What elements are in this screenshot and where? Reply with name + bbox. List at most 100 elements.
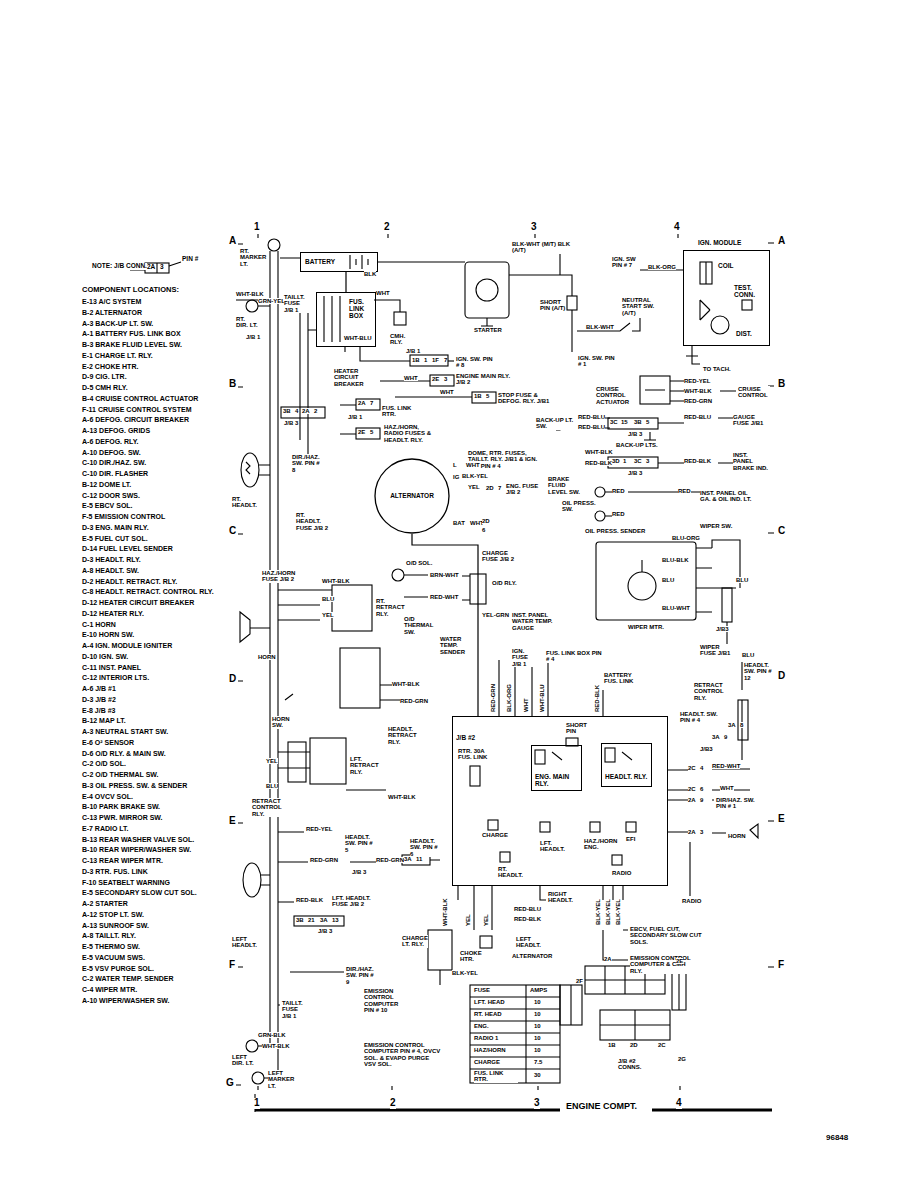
wire-label: 2C (688, 786, 696, 792)
wire-label: HAZ./HORN ENG. (584, 838, 616, 851)
wire-label: INST. PANEL OIL GA. & OIL IND. LT. (700, 490, 752, 503)
wire-label: 2E (358, 429, 365, 435)
wire-label: RED-BLU (578, 414, 605, 420)
wire-label: 1 (623, 458, 626, 464)
wire-label: 3B (283, 408, 291, 414)
wire-label: HEADLT. RETRACT RLY. (388, 726, 424, 745)
component-location: D-3 ENG. MAIN RLY. (82, 524, 149, 531)
wire-label: NEUTRAL START SW. (A/T) (622, 297, 667, 316)
wire-label: 1F (432, 357, 439, 363)
component-location: C-2 WATER TEMP. SENDER (82, 975, 174, 982)
grid-label: 1 (254, 1098, 260, 1109)
wire-label: BLU-WHT (662, 605, 690, 611)
grid-label: F (778, 960, 784, 971)
wire-label: IG (453, 474, 459, 480)
grid-label: 3 (534, 1098, 540, 1109)
component-location: C-2 O/D THERMAL SW. (82, 771, 158, 778)
wire-label: CHARGE LT. RLY. (402, 935, 428, 948)
wire-label: 5 (370, 429, 373, 435)
wire-label: WHT (720, 785, 734, 791)
wire-label: EFI (626, 836, 635, 842)
wire-label: RED-YEL (306, 826, 332, 832)
wire-label: RED (678, 488, 691, 494)
wire-label: 9 (724, 734, 727, 740)
component-name: J/B #2 (456, 735, 475, 742)
grid-label: B (229, 379, 236, 390)
wire-label: 7 (498, 485, 501, 491)
component-location: E-10 HORN SW. (82, 631, 134, 638)
wire-label: DIR/HAZ. SW. PIN # 1 (716, 797, 756, 810)
component-location: B-13 REAR WASHER VALVE SOL. (82, 836, 194, 843)
wire-label: LFT. HEADLT. (540, 840, 570, 853)
wire-label: SHORT PIN (566, 722, 590, 735)
wire-label: RED-BLU (578, 424, 605, 430)
wire-label: RT. DIR. LT. (236, 316, 258, 329)
wire-label: WHT (404, 375, 418, 381)
wire-label: IGN. SW. PIN # 1 (578, 355, 618, 368)
wire-label: 1 (424, 357, 427, 363)
wire-label: WHT-BLK (684, 388, 712, 394)
component-location: E-5 FUEL CUT SOL. (82, 535, 148, 542)
wire-label: EBCV, FUEL CUT, SECONDARY SLOW CUT SOLS. (630, 926, 702, 945)
wire-label: 11 (416, 856, 422, 862)
wire-label: 3 (646, 458, 649, 464)
wire-label: CHARGE (482, 832, 508, 838)
component-location: D-14 FUEL LEVEL SENDER (82, 545, 173, 552)
wire-label: BLU (736, 577, 748, 583)
wire-label: BLK-ORG (648, 264, 676, 270)
component-name: FUS. LINK BOX (349, 299, 373, 319)
component-location: B-3 BRAKE FLUID LEVEL SW. (82, 341, 182, 348)
grid-label: 4 (674, 222, 680, 233)
wire-label: RT. RETRACT RLY. (376, 598, 406, 617)
component-location: C-2 O/D SOL. (82, 760, 126, 767)
wire-label: RT. HEADLT. FUSE J/B 2 (296, 512, 328, 531)
wire-label: IGN. SW. PIN # 8 (456, 356, 496, 369)
wire-label: 3D (612, 458, 620, 464)
wire-label: BLU (322, 596, 334, 602)
wire-label: 3B (296, 917, 304, 923)
wire-label: 2D (630, 1042, 638, 1048)
component-location: E-5 VSV PURGE SOL. (82, 965, 154, 972)
wire-label: BLK-YEL (462, 473, 488, 479)
wire-label: 3B (634, 419, 642, 425)
wire-label: 30 (534, 1072, 541, 1078)
wire-label: YEL (465, 914, 471, 926)
wire-label: HEADLT. SW. PIN # 12 (744, 662, 774, 681)
wire-label: BLU-ORG (672, 535, 700, 541)
grid-label: D (229, 674, 236, 685)
wire-label: BRAKE FLUID LEVEL SW. (548, 476, 586, 495)
wire-label: BLU (662, 577, 674, 583)
wire-label: 2F (576, 978, 583, 984)
wire-label: J/B #2 CONNS. (618, 1058, 658, 1071)
wire-label: 3A (728, 722, 736, 728)
wire-label: BACK-UP LT. SW. (536, 417, 574, 430)
wire-label: FUS. LINK BOX PIN # 4 (546, 650, 602, 663)
component-location: A-8 TAILLT. RLY. (82, 932, 136, 939)
component-location: D-3 HEADLT. RLY. (82, 556, 141, 563)
wire-label: ENG. (474, 1023, 489, 1029)
wire-label: J/B 3 (284, 420, 298, 426)
wire-label: 96848 (826, 1134, 848, 1142)
wire-label: J/B3 (700, 746, 713, 752)
wire-label: 7 (444, 357, 447, 363)
wire-label: RED-GRN (490, 684, 496, 712)
wire-label: CMH. RLY. (390, 333, 414, 346)
component-location: D-9 CIG. LTR. (82, 373, 127, 380)
wire-label: RADIO 1 (474, 1035, 498, 1041)
wire-label: WHT-BLK (392, 681, 420, 687)
wire-label: BLU-BLK (662, 557, 689, 563)
wire-label: 2 (314, 408, 317, 414)
wire-label: O/D THERMAL SW. (404, 616, 438, 635)
wire-label: 13 (332, 917, 339, 923)
wire-label: CHOKE HTR. (460, 950, 486, 963)
wire-label: 2C (658, 1042, 666, 1048)
wire-label: 5 (646, 419, 649, 425)
wire-label: LFT. HEAD (474, 999, 505, 1005)
component-location: E-1 CHARGE LT. RLY. (82, 352, 153, 359)
wire-label: RED-BLK (514, 916, 541, 922)
wire-label: RT. MARKER LT. (240, 248, 266, 267)
component-location: F-10 SEATBELT WARNING (82, 879, 170, 886)
wire-label: 10 (534, 1035, 541, 1041)
component-location: A-3 BACK-UP LT. SW. (82, 320, 153, 327)
wire-label: 6 (482, 527, 485, 533)
